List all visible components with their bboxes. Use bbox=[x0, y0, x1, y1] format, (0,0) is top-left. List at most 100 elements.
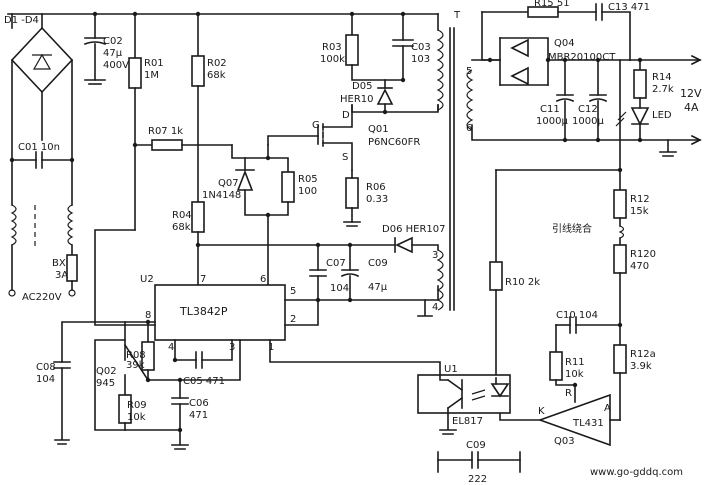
transformer-label: T bbox=[453, 10, 461, 21]
resistor-r04: R04 68k bbox=[172, 201, 205, 286]
r15-label: R15 51 bbox=[534, 0, 570, 9]
tl431-label: TL431 bbox=[572, 418, 604, 429]
transformer-t: T 5 6 3 4 bbox=[432, 10, 474, 313]
feedback-line bbox=[269, 339, 441, 376]
tl431-regulator: TL431 K A R Q03 C10 104 R11 10k bbox=[499, 310, 621, 447]
pin-5-label: 5 bbox=[466, 66, 472, 77]
r12-label: R12 bbox=[630, 194, 650, 205]
tl431-a-pin: A bbox=[604, 403, 611, 414]
led-label: LED bbox=[652, 110, 672, 121]
rectifier-q04: Q04 MBR20100CT bbox=[471, 37, 631, 86]
d05-label: D05 bbox=[352, 81, 372, 92]
r05-label: R05 bbox=[298, 174, 318, 185]
bx-label: BX bbox=[52, 258, 66, 269]
emi-choke: AC220V bbox=[8, 159, 76, 303]
output-current: 4A bbox=[684, 101, 699, 114]
d1-d4-label: D1 -D4 bbox=[4, 15, 39, 26]
r01-label: R01 bbox=[144, 58, 164, 69]
q02-value: 945 bbox=[96, 378, 115, 389]
c06-value: 471 bbox=[189, 410, 208, 421]
pin-4-label: 4 bbox=[432, 302, 438, 313]
bridge-rectifier-d1-d4: D1 -D4 bbox=[4, 13, 74, 161]
c03-value: 103 bbox=[411, 54, 430, 65]
q01-label: Q01 bbox=[368, 124, 389, 135]
r01-value: 1M bbox=[144, 70, 159, 81]
c13-label: C13 471 bbox=[608, 2, 650, 13]
c01-label: C01 10n bbox=[18, 142, 60, 153]
c07-value: 104 bbox=[330, 283, 349, 294]
capacitor-c01: C01 10n bbox=[9, 142, 75, 169]
q03-label: Q03 bbox=[554, 436, 575, 447]
output-capacitors: C11 1000μ C12 1000μ bbox=[536, 57, 608, 141]
c03-label: C03 bbox=[411, 42, 431, 53]
mosfet-q01: G D S Q01 P6NC60FR bbox=[267, 104, 420, 171]
c11-value: 1000μ bbox=[536, 116, 568, 127]
aux-supply: D06 HER107 C07 104 C09 47μ bbox=[197, 224, 445, 317]
r120-value: 470 bbox=[630, 261, 649, 272]
r10-label: R10 2k bbox=[505, 277, 540, 288]
fuse-bx: BX 3A bbox=[52, 254, 78, 291]
r14-value: 2.7k bbox=[652, 84, 674, 95]
c12-value: 1000μ bbox=[572, 116, 604, 127]
resistor-r05: R05 100 bbox=[265, 155, 318, 286]
ic-pin-2: 2 bbox=[290, 314, 296, 325]
c09-value: 222 bbox=[468, 474, 487, 485]
watermark-text: www.go-gddq.com bbox=[590, 467, 683, 478]
ic-pin-1: 1 bbox=[268, 342, 274, 353]
r02-value: 68k bbox=[207, 70, 226, 81]
gate-pin: G bbox=[312, 120, 320, 131]
c09b-label: C09 bbox=[368, 258, 388, 269]
secondary-snubber: R15 51 C13 471 bbox=[481, 0, 650, 61]
u1-label: U1 bbox=[444, 364, 458, 375]
pin-6-label: 6 bbox=[466, 123, 472, 134]
u2-label: U2 bbox=[140, 274, 154, 285]
r08-value: 39k bbox=[126, 360, 145, 371]
r11-value: 10k bbox=[565, 369, 584, 380]
r09-value: 10k bbox=[127, 412, 146, 423]
c08-value: 104 bbox=[36, 374, 55, 385]
resistor-r01: R01 1M bbox=[128, 13, 164, 231]
r06-label: R06 bbox=[366, 182, 386, 193]
r02-label: R02 bbox=[207, 58, 227, 69]
r11-label: R11 bbox=[565, 357, 585, 368]
tl431-k-pin: K bbox=[538, 406, 545, 417]
d05-value: HER10 bbox=[340, 94, 374, 105]
c05-label: C05 471 bbox=[183, 376, 225, 387]
r12a-label: R12a bbox=[630, 349, 656, 360]
q02-label: Q02 bbox=[96, 366, 117, 377]
diode-q07: Q07 1N4148 bbox=[202, 144, 269, 216]
tl431-r-pin: R bbox=[565, 388, 572, 399]
r04-label: R04 bbox=[172, 210, 192, 221]
el817-label: EL817 bbox=[452, 416, 483, 427]
d06-label: D06 HER107 bbox=[382, 224, 445, 235]
bx-value: 3A bbox=[55, 270, 68, 281]
r14-label: R14 bbox=[652, 72, 672, 83]
c07-label: C07 bbox=[326, 258, 346, 269]
output-voltage: 12V bbox=[680, 87, 702, 100]
optocoupler-u1: U1 EL817 bbox=[417, 364, 511, 435]
snubber-network: R03 100k C03 103 D05 HER10 bbox=[320, 13, 439, 115]
r12a-value: 3.9k bbox=[630, 361, 652, 372]
c02-label: C02 bbox=[103, 36, 123, 47]
c02-value: 47μ bbox=[103, 48, 123, 59]
ic-pin-4: 4 bbox=[168, 342, 174, 353]
output-rails: 12V 4A bbox=[471, 54, 702, 157]
q07-label: Q07 bbox=[218, 178, 239, 189]
source-pin: S bbox=[342, 152, 348, 163]
capacitor-c09: C09 222 bbox=[437, 440, 521, 485]
pwm-ic-tl3842p: TL3842P U2 7 6 5 2 8 4 3 1 bbox=[94, 229, 319, 353]
r120-label: R120 bbox=[630, 249, 656, 260]
r09-label: R09 bbox=[127, 400, 147, 411]
pin-3-label: 3 bbox=[432, 250, 438, 261]
feedback-divider: R12 15k 引线绕合 R120 470 R12a 3.9k bbox=[495, 59, 656, 421]
ic-pin-8: 8 bbox=[145, 310, 151, 321]
r03-value: 100k bbox=[320, 54, 345, 65]
resistor-r10: R10 2k bbox=[489, 169, 540, 379]
r05-value: 100 bbox=[298, 186, 317, 197]
ic-pin-7: 7 bbox=[200, 274, 206, 285]
r12-value: 15k bbox=[630, 206, 649, 217]
q01-value: P6NC60FR bbox=[368, 137, 420, 148]
resistor-r07: R07 1k bbox=[132, 126, 233, 151]
r06-value: 0.33 bbox=[366, 194, 388, 205]
